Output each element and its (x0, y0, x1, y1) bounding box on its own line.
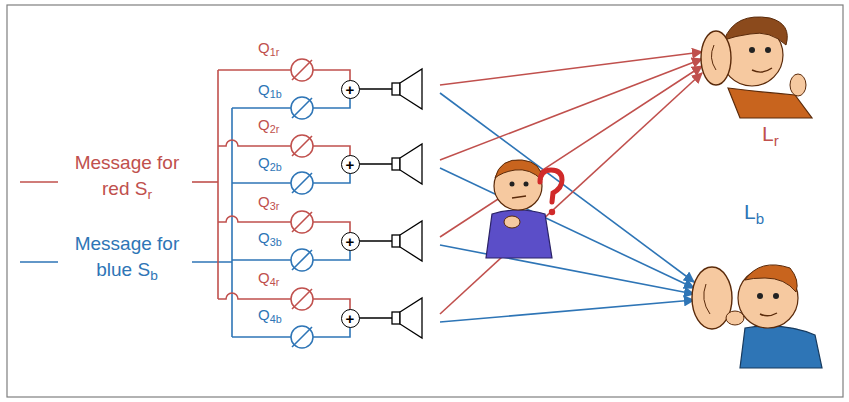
blue-bus (231, 108, 233, 337)
speaker-magnet (392, 235, 400, 247)
attenuator-slash (292, 289, 312, 309)
speaker-wire (358, 240, 392, 242)
gain-label: Q1r (258, 38, 279, 58)
speaker-wire (358, 317, 392, 319)
attenuator (291, 288, 313, 310)
attenuator-slash (292, 250, 312, 270)
question-mark (540, 170, 562, 202)
gain-label: Q3b (258, 228, 282, 248)
attenuator-slash (292, 212, 312, 232)
speaker-magnet (392, 312, 400, 324)
input-wire (192, 181, 218, 183)
attenuator (291, 326, 313, 348)
message-label: Message for blue Sb (62, 231, 192, 282)
input-wire (20, 181, 58, 183)
red-feed (313, 70, 350, 81)
blue-feed (313, 326, 350, 337)
attenuator-slash (292, 98, 312, 118)
blue-path (440, 245, 694, 294)
blue-branch (232, 182, 291, 184)
red-path (440, 66, 702, 237)
attenuator (291, 211, 313, 233)
blue-feed (313, 97, 350, 108)
attenuator-slash (292, 173, 312, 193)
red-branch (218, 293, 291, 299)
speaker-cone (400, 144, 422, 184)
plus-sign: + (346, 82, 355, 97)
input-wire (192, 261, 232, 263)
red-branch (218, 69, 291, 71)
red-branch (218, 140, 291, 146)
attenuator (291, 59, 313, 81)
blue-branch (232, 107, 291, 109)
attenuator (291, 249, 313, 271)
red-bus (217, 70, 219, 299)
speaker-cone (400, 298, 422, 338)
input-wire (20, 261, 58, 263)
summing-junction: + (341, 309, 360, 328)
message-label: Message for red Sr (62, 150, 192, 201)
gain-label: Q1b (258, 80, 282, 100)
listener-red (701, 17, 812, 118)
gain-label: Q4r (258, 268, 279, 288)
summing-junction: + (341, 232, 360, 251)
red-feed (313, 299, 350, 310)
attenuator-slash (292, 60, 312, 80)
blue-branch (232, 259, 291, 261)
summing-junction: + (341, 80, 360, 99)
blue-feed (313, 249, 350, 260)
plus-sign: + (346, 311, 355, 326)
speaker-cone (400, 69, 422, 109)
blue-path (440, 93, 694, 282)
confused-person (486, 160, 562, 258)
attenuator (291, 172, 313, 194)
red-branch (218, 216, 291, 222)
red-path (440, 52, 702, 85)
gain-label: Q4b (258, 305, 282, 325)
gain-label: Q2r (258, 115, 279, 135)
plus-sign: + (346, 157, 355, 172)
attenuator-slash (292, 327, 312, 347)
attenuator (291, 135, 313, 157)
blue-feed (313, 172, 350, 183)
speaker-magnet (392, 158, 400, 170)
attenuator-slash (292, 136, 312, 156)
listener-label: Lb (744, 198, 764, 226)
listener-label: Lr (762, 120, 779, 148)
attenuator (291, 97, 313, 119)
speaker-cone (400, 221, 422, 261)
red-path (440, 73, 702, 314)
gain-label: Q3r (258, 192, 279, 212)
frame (7, 5, 843, 397)
red-feed (313, 222, 350, 233)
blue-branch (232, 336, 291, 338)
speaker-wire (358, 163, 392, 165)
speaker-wire (358, 88, 392, 90)
red-feed (313, 146, 350, 156)
speaker-magnet (392, 83, 400, 95)
summing-junction: + (341, 155, 360, 174)
gain-label: Q2b (258, 153, 282, 173)
blue-path (440, 300, 694, 322)
listener-blue (692, 265, 822, 368)
plus-sign: + (346, 234, 355, 249)
